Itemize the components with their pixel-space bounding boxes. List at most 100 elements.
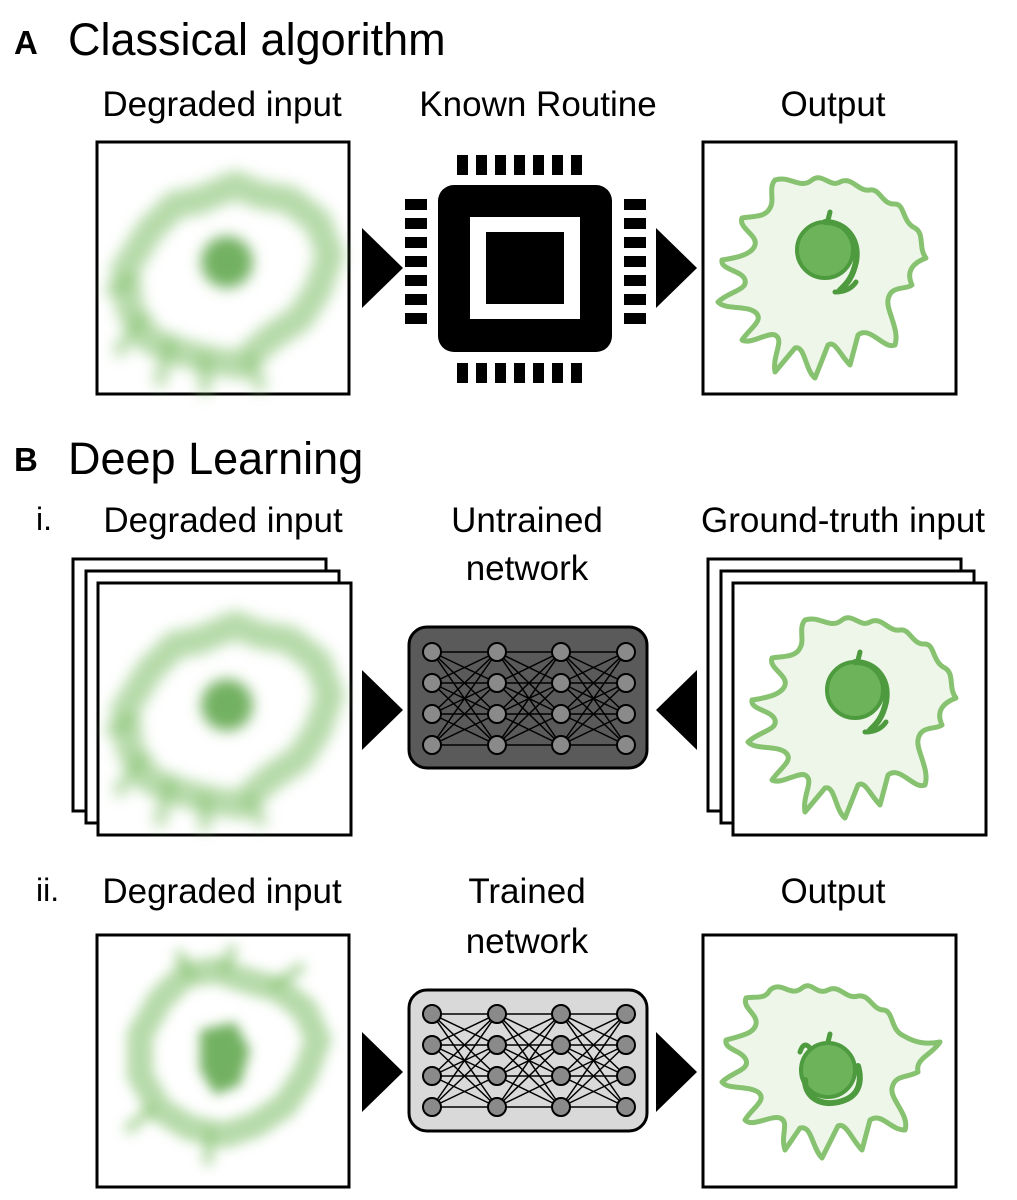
network-edge: [496, 1075, 562, 1108]
blurred-cell-image: [124, 944, 333, 1166]
network-node: [422, 1004, 442, 1024]
arrow-right-icon: [362, 1032, 403, 1112]
arrow-right-icon: [656, 228, 697, 308]
chip-pins-right: [624, 199, 646, 324]
network-node: [551, 735, 571, 755]
network-edge: [496, 1013, 562, 1077]
network-node: [551, 1066, 571, 1086]
network-node: [487, 642, 507, 662]
b-i-input-label: Degraded input: [103, 501, 343, 540]
network-node: [616, 1035, 636, 1055]
b-i-process-label-2: network: [465, 549, 589, 588]
network-node: [616, 1004, 636, 1024]
section-a-title: Classical algorithm: [68, 14, 446, 65]
network-node: [487, 1035, 507, 1055]
a-output-label: Output: [780, 85, 886, 124]
network-edge: [560, 1013, 627, 1046]
network-node: [487, 704, 507, 724]
a-degraded-input-panel: [95, 140, 351, 396]
network-edge: [560, 1044, 627, 1108]
network-node: [551, 673, 571, 693]
network-edge: [496, 1044, 562, 1108]
network-edge: [431, 682, 498, 746]
blurred-cell-image: [105, 609, 345, 832]
network-node: [487, 673, 507, 693]
network-node: [551, 1035, 571, 1055]
section-a-letter: A: [14, 24, 38, 61]
network-node: [487, 735, 507, 755]
b-ii-degraded-input-panel: [95, 933, 351, 1189]
cpu-chip-icon: [405, 155, 646, 383]
network-node: [422, 642, 442, 662]
network-edge: [560, 651, 627, 684]
network-edge: [496, 713, 562, 746]
network-edge: [560, 651, 627, 715]
network-node: [551, 642, 571, 662]
network-node: [551, 1097, 571, 1117]
network-node: [422, 735, 442, 755]
network-edge: [560, 651, 627, 746]
network-edge: [496, 651, 562, 684]
b-ii-output-label: Output: [780, 872, 886, 911]
network-node: [616, 1066, 636, 1086]
network-node: [422, 1097, 442, 1117]
network-node: [422, 1066, 442, 1086]
arrow-right-icon: [656, 1032, 697, 1112]
network-node: [616, 642, 636, 662]
network-edge: [496, 651, 562, 715]
trained-network-icon: [407, 988, 649, 1133]
blurred-cell-image: [105, 169, 345, 395]
network-edge: [560, 1075, 627, 1108]
network-edge: [496, 682, 562, 746]
network-node: [616, 704, 636, 724]
chip-pins-top: [457, 155, 582, 175]
network-node: [551, 1004, 571, 1024]
network-edge: [431, 1013, 498, 1046]
untrained-network-icon: [407, 625, 649, 770]
a-input-label: Degraded input: [102, 85, 342, 124]
arrow-right-icon: [362, 670, 403, 750]
b-i-output-label: Ground-truth input: [700, 501, 986, 540]
section-b-letter: B: [14, 441, 38, 478]
network-edge: [431, 1044, 498, 1108]
network-edge: [560, 713, 627, 746]
arrow-right-icon: [362, 228, 403, 308]
network-edge: [431, 1013, 498, 1077]
b-ii-process-label-2: network: [465, 922, 589, 961]
network-node: [616, 673, 636, 693]
network-edge: [560, 1013, 627, 1108]
network-node: [422, 704, 442, 724]
a-process-label: Known Routine: [419, 85, 657, 124]
chip-pins-left: [405, 199, 427, 324]
network-node: [487, 1004, 507, 1024]
network-edge: [560, 682, 627, 746]
b-i-marker: i.: [36, 501, 52, 537]
network-edge: [496, 1013, 562, 1046]
a-output-panel: [701, 140, 958, 396]
network-node: [487, 1066, 507, 1086]
network-edge: [496, 651, 562, 746]
network-node: [616, 1097, 636, 1117]
b-i-process-label-1: Untrained: [451, 501, 603, 540]
network-edge: [431, 651, 498, 746]
b-ii-input-label: Degraded input: [102, 872, 342, 911]
network-edge: [431, 651, 498, 715]
network-edge: [560, 1013, 627, 1077]
chip-pins-bottom: [457, 363, 582, 383]
network-node: [487, 1097, 507, 1117]
b-ii-marker: ii.: [36, 872, 60, 908]
network-node: [616, 735, 636, 755]
b-ii-output-panel: [701, 933, 958, 1189]
network-node: [422, 673, 442, 693]
network-edge: [431, 1075, 498, 1108]
network-edge: [431, 651, 498, 684]
section-b-title: Deep Learning: [68, 433, 364, 484]
network-node: [422, 1035, 442, 1055]
b-i-ground-truth-stack: [706, 557, 988, 837]
arrow-left-icon: [656, 670, 697, 750]
network-edge: [431, 713, 498, 746]
cell-outline-image: [715, 175, 929, 381]
b-i-degraded-input-stack: [71, 557, 353, 837]
cell-outline-image: [745, 615, 959, 821]
